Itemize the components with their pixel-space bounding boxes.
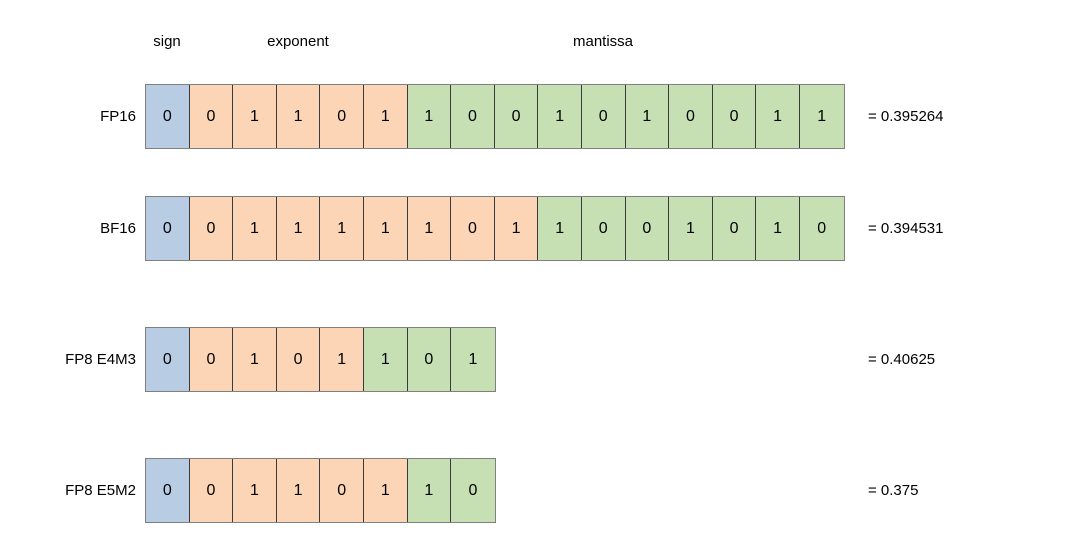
bit-cell-exponent: 0 [451,197,495,260]
bit-cell-exponent: 1 [233,85,277,148]
bit-cell-exponent: 1 [363,197,408,260]
bit-cell-mantissa: 0 [407,328,452,391]
bit-cell-exponent: 1 [363,459,408,522]
bit-cell-mantissa: 0 [669,85,713,148]
bit-cell-exponent: 1 [233,197,277,260]
bit-cell-mantissa: 1 [756,85,800,148]
bit-cell-mantissa: 0 [712,197,757,260]
bit-cell-mantissa: 0 [799,197,844,260]
bit-cell-mantissa: 1 [799,85,844,148]
field-header-exponent: exponent [267,33,329,50]
bit-cell-mantissa: 0 [451,85,495,148]
bit-cell-mantissa: 1 [363,328,408,391]
format-row-label: FP8 E5M2 [65,482,136,499]
bit-cell-exponent: 1 [320,328,364,391]
format-row-value: = 0.394531 [868,220,944,237]
bit-cell-mantissa: 0 [451,459,495,522]
bit-cell-exponent: 1 [407,197,452,260]
bit-cell-exponent: 0 [320,459,364,522]
bit-cell-mantissa: 1 [669,197,713,260]
bit-cell-exponent: 1 [276,197,321,260]
bit-cell-exponent: 1 [233,328,277,391]
bit-cell-mantissa: 1 [756,197,800,260]
bit-cell-mantissa: 1 [451,328,495,391]
bit-cell-mantissa: 1 [538,197,582,260]
bit-cell-mantissa: 1 [625,85,670,148]
bit-cell-mantissa: 0 [625,197,670,260]
bit-cell-exponent: 0 [189,328,234,391]
bit-cell-mantissa: 1 [407,459,452,522]
bit-cell-mantissa: 1 [407,85,452,148]
bit-cell-sign: 0 [146,459,190,522]
format-row-label: BF16 [100,220,136,237]
field-header-mantissa: mantissa [572,33,634,50]
bit-cell-sign: 0 [146,85,190,148]
bit-cell-exponent: 1 [233,459,277,522]
bit-cell-mantissa: 0 [581,85,626,148]
bit-cell-exponent: 0 [320,85,364,148]
format-row-value: = 0.375 [868,482,919,499]
bit-cell-exponent: 1 [276,85,321,148]
bit-cell-exponent: 0 [189,459,234,522]
bit-cell-exponent: 0 [189,197,234,260]
bit-cell-exponent: 1 [363,85,408,148]
bit-cell-exponent: 1 [276,459,321,522]
format-row-label: FP16 [100,108,136,125]
bit-cell-mantissa: 0 [494,85,539,148]
bit-cell-sign: 0 [146,197,190,260]
bit-cell-mantissa: 0 [581,197,626,260]
bit-cell-sign: 0 [146,328,190,391]
bit-cell-exponent: 0 [276,328,321,391]
bit-cell-exponent: 1 [494,197,539,260]
format-row-label: FP8 E4M3 [65,351,136,368]
format-row-value: = 0.40625 [868,351,936,368]
bit-cell-exponent: 0 [189,85,234,148]
field-header-sign: sign [153,33,181,50]
bit-cell-mantissa: 0 [712,85,757,148]
format-row-value: = 0.395264 [868,108,944,125]
bit-cell-exponent: 1 [320,197,364,260]
bit-cell-mantissa: 1 [538,85,582,148]
